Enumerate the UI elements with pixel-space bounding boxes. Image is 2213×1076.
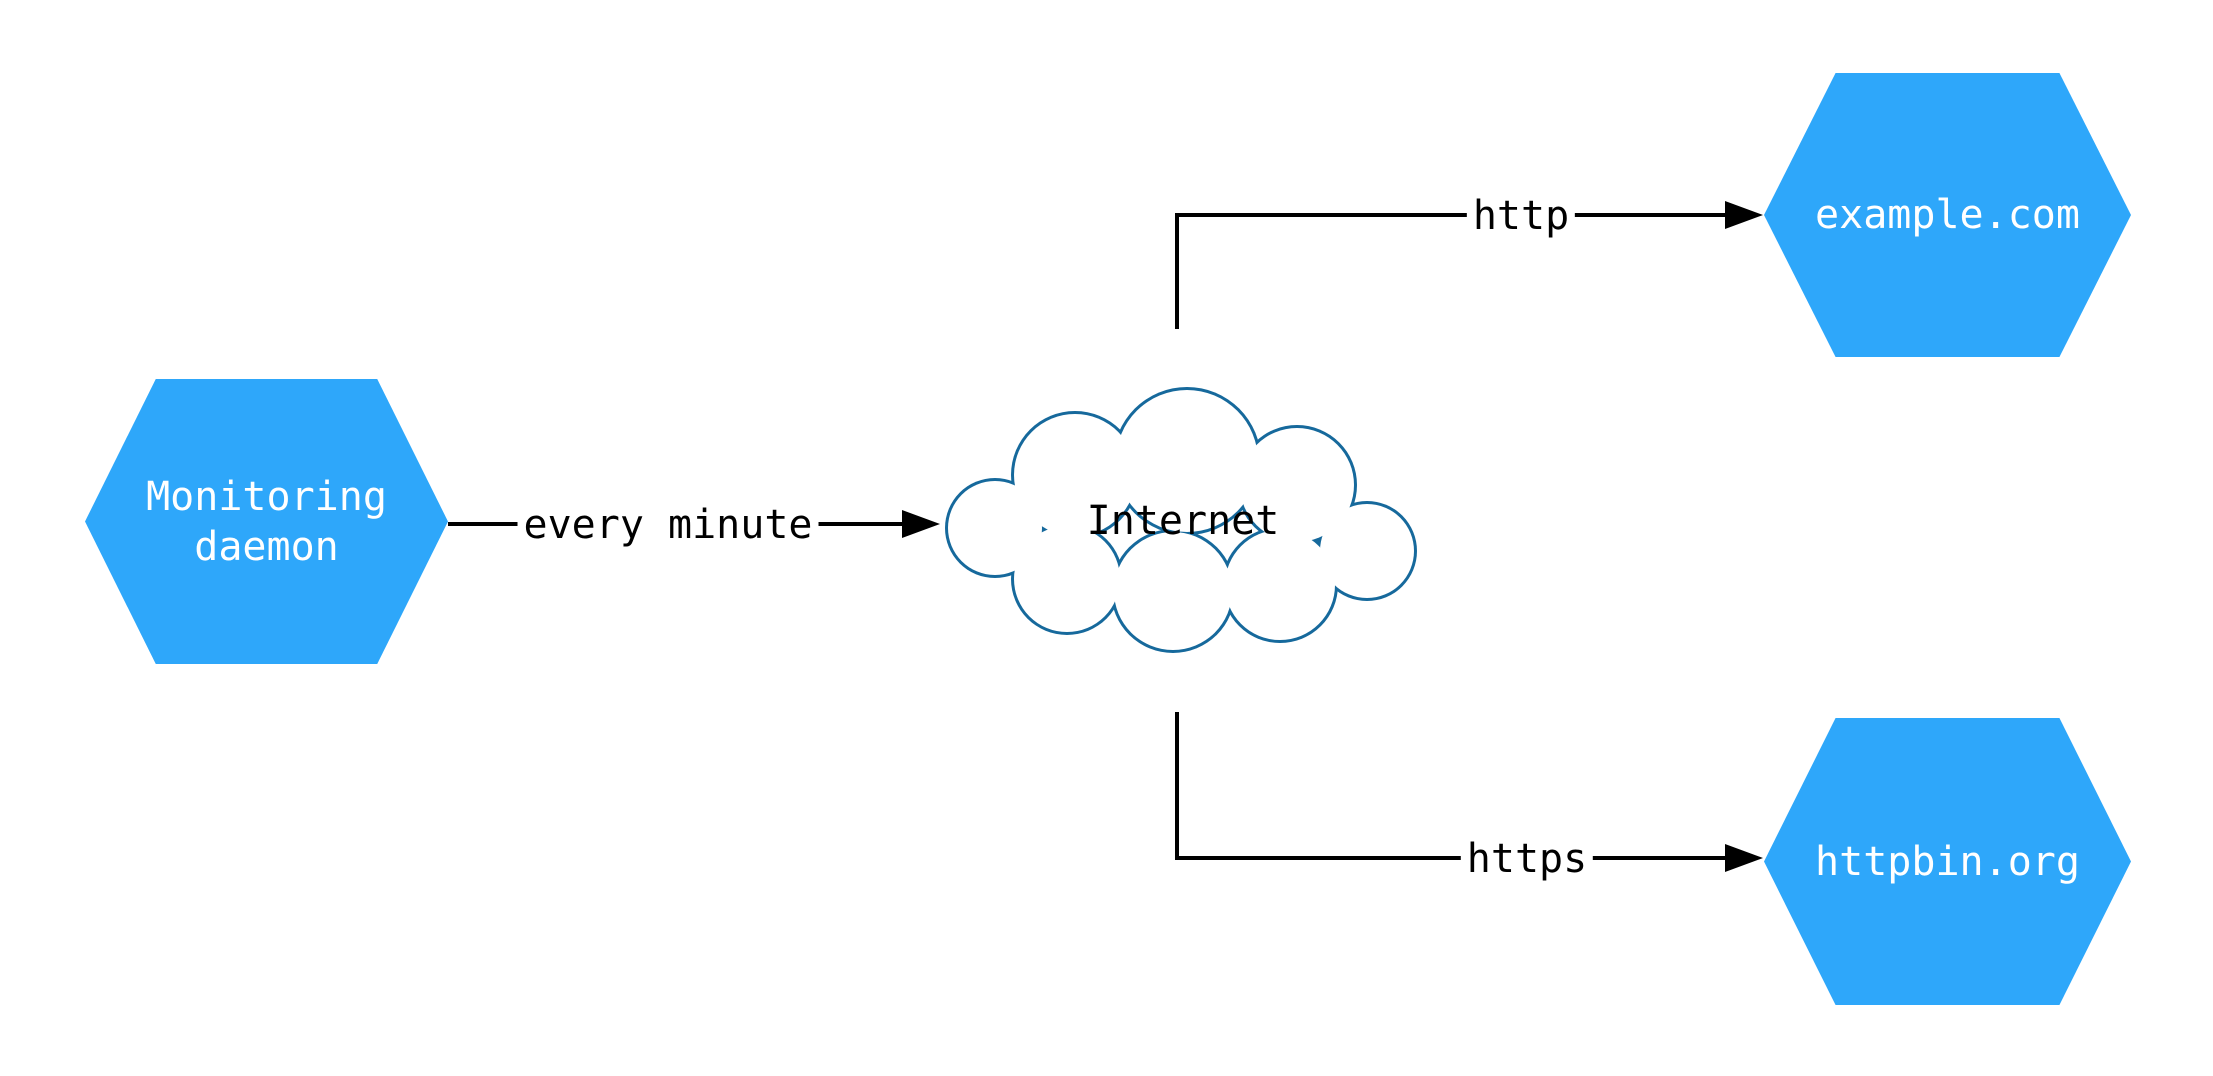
edge-http-horizontal-line <box>1175 213 1725 217</box>
edge-https-label: https <box>1460 837 1594 881</box>
internet-label: Internet <box>1086 498 1280 544</box>
example-com-label: example.com <box>1815 192 2080 238</box>
httpbin-org-label: httpbin.org <box>1815 838 2080 885</box>
edge-http-arrowhead-icon <box>1725 201 1763 229</box>
cloud-interior <box>948 390 1414 650</box>
monitoring-daemon-node: Monitoring daemon <box>85 379 448 664</box>
monitoring-daemon-label: Monitoring daemon <box>146 473 387 570</box>
httpbin-org-node: httpbin.org <box>1764 718 2131 1005</box>
edge-every-minute-label: every minute <box>517 503 819 547</box>
edge-http-vertical-line <box>1175 213 1179 329</box>
internet-cloud <box>945 387 1417 653</box>
edge-https-vertical-line <box>1175 712 1179 860</box>
example-com-node: example.com <box>1764 73 2131 357</box>
edge-https-arrowhead-icon <box>1725 844 1763 872</box>
edge-http-label: http <box>1466 194 1576 238</box>
edge-https-horizontal-line <box>1175 856 1725 860</box>
edge-every-minute-arrowhead-icon <box>902 510 940 538</box>
